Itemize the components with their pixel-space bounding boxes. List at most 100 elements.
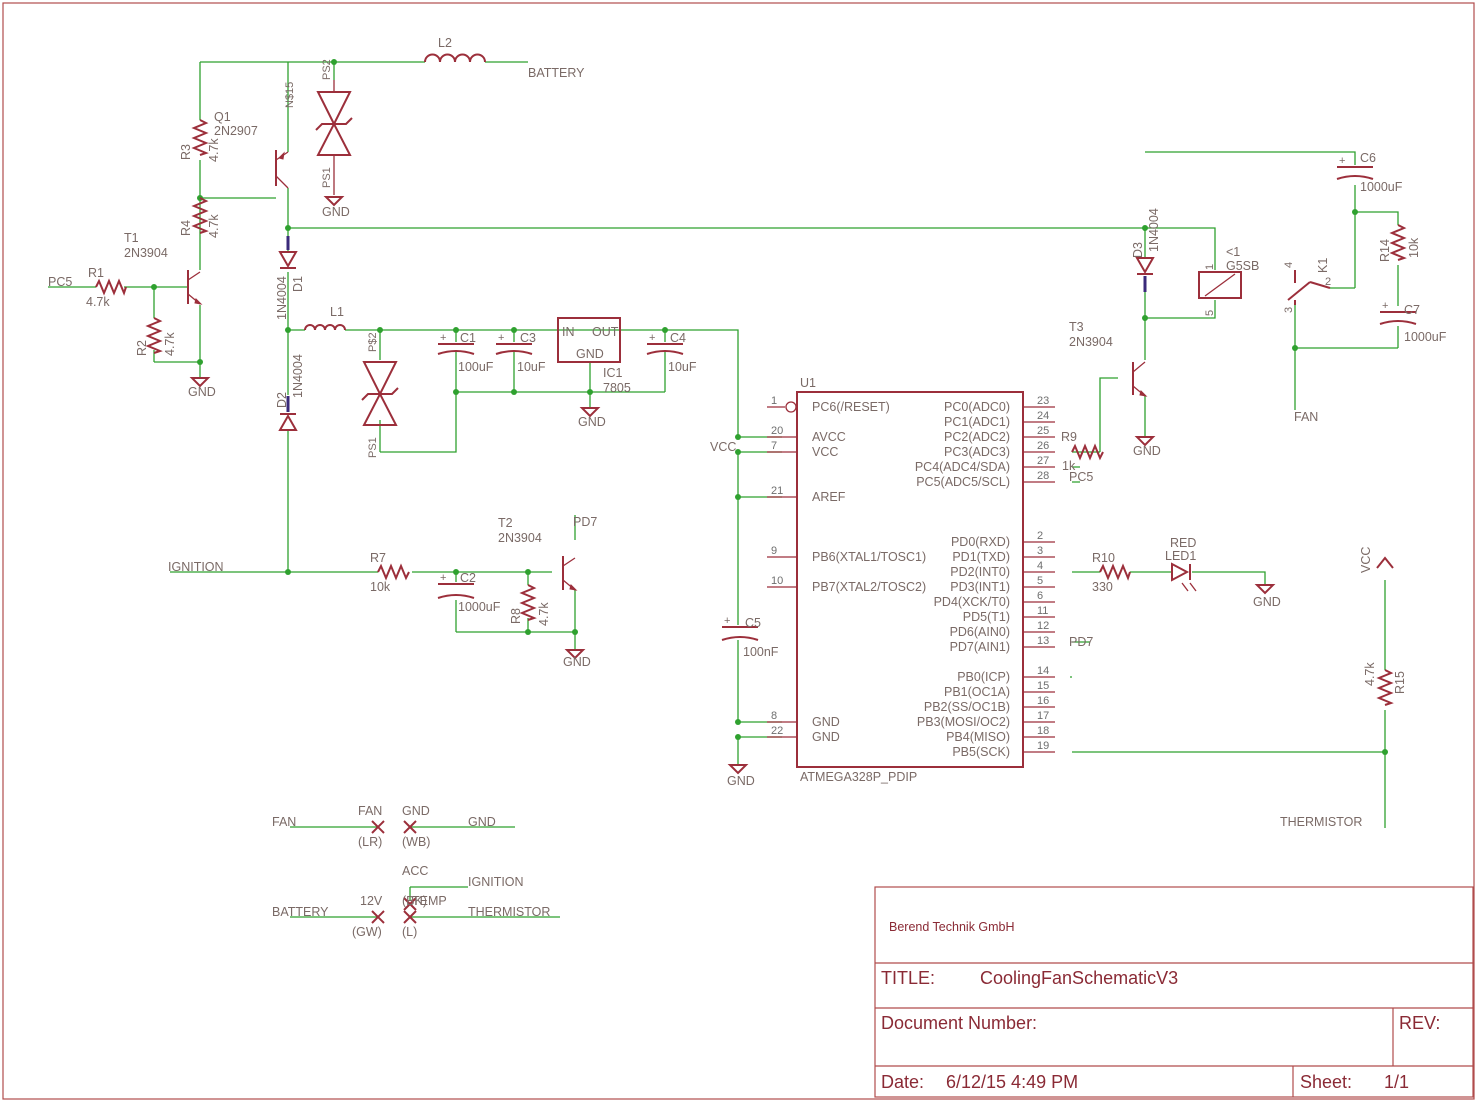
mcu-pin-label: PD2(INT0) — [950, 565, 1010, 579]
led-LED1: RED LED1 — [1165, 536, 1197, 592]
sheet-label: Sheet: — [1300, 1072, 1352, 1092]
R15-value: 4.7k — [1363, 662, 1377, 686]
D3-name: D3 — [1131, 242, 1145, 258]
R7-value: 10k — [370, 580, 391, 594]
mcu-pin-label: PD0(RXD) — [951, 535, 1010, 549]
T2-value: 2N3904 — [498, 531, 542, 545]
IC1-value: 7805 — [603, 381, 631, 395]
mcu-pin-label: PB2(SS/OC1B) — [924, 700, 1010, 714]
D1-value: 1N4004 — [275, 276, 289, 320]
R9-value: 1k — [1062, 459, 1076, 473]
svg-text:+: + — [440, 332, 446, 344]
mcu-pin-label: PB4(MISO) — [946, 730, 1010, 744]
gnd-label: GND — [1133, 444, 1161, 458]
gnd-symbol-regulator: GND — [578, 407, 606, 429]
mcu-pin-label: AREF — [812, 490, 846, 504]
D1-name: D1 — [291, 276, 305, 292]
legend-fan-net: FAN — [272, 815, 296, 829]
mcu-pin-label: PB3(MOSI/OC2) — [917, 715, 1010, 729]
tvs-top-name: N$15 — [284, 82, 296, 108]
relay-K1-coil: 1 5 <1 G5SB — [1198, 245, 1259, 316]
mcu-pin-number: 2 — [1037, 530, 1043, 542]
svg-text:+: + — [649, 332, 655, 344]
tvs-top-ps1: PS1 — [321, 167, 333, 188]
regulator-IC1: IN OUT GND IC1 7805 — [557, 317, 631, 395]
U1-name: U1 — [800, 376, 816, 390]
mcu-pin-number: 14 — [1037, 665, 1049, 677]
resistor-R2: R2 4.7k — [135, 317, 177, 356]
inductor-L2: L2 — [424, 36, 486, 63]
resistor-R7: R7 10k — [370, 551, 410, 594]
transistor-T2: T2 2N3904 — [498, 516, 578, 591]
mcu-pin-label: PC0(ADC0) — [944, 400, 1010, 414]
tvs-diode-top: PS2 PS1 N$15 — [284, 59, 353, 195]
transistor-Q1: Q1 2N2907 — [214, 110, 289, 189]
U1-value: ATMEGA328P_PDIP — [800, 770, 917, 784]
C4-name: C4 — [670, 331, 686, 345]
legend-temp-pin: TEMP — [412, 894, 447, 908]
R14-name: R14 — [1378, 239, 1392, 262]
R14-value: 10k — [1407, 237, 1421, 258]
C2-value: 1000uF — [458, 600, 501, 614]
R8-value: 4.7k — [537, 602, 551, 626]
LED1-color: RED — [1170, 536, 1196, 550]
K1-coil-ref: <1 — [1226, 245, 1240, 259]
K1-pin5: 5 — [1204, 310, 1216, 316]
D2-name: D2 — [275, 392, 289, 408]
mcu-pin-label: PD6(AIN0) — [950, 625, 1010, 639]
C3-value: 10uF — [517, 360, 546, 374]
mcu-pin-right: 17 PB3(MOSI/OC2) — [917, 710, 1055, 729]
resistor-R1: R1 4.7k — [86, 266, 127, 309]
mcu-pin-number: 17 — [1037, 710, 1049, 722]
legend-gnd-pin: GND — [402, 804, 430, 818]
capacitor-C1: + C1 100uF — [437, 331, 494, 374]
C3-name: C3 — [520, 331, 536, 345]
mcu-pin-number: 3 — [1037, 545, 1043, 557]
T1-name: T1 — [124, 231, 139, 245]
net-label-fan-right: FAN — [1294, 410, 1318, 424]
R3-value: 4.7k — [207, 138, 221, 162]
title-block: Berend Technik GmbH TITLE: CoolingFanSch… — [874, 886, 1474, 1098]
company-name: Berend Technik GmbH — [889, 920, 1015, 934]
gnd-label: GND — [188, 385, 216, 399]
L1-name: L1 — [330, 305, 344, 319]
capacitor-C7: + C7 1000uF — [1379, 300, 1447, 344]
mcu-pin-number: 26 — [1037, 440, 1049, 452]
mcu-pin-number: 7 — [771, 440, 777, 452]
svg-text:+: + — [1339, 155, 1345, 167]
relay-K1-contact: 4 2 3 K1 — [1283, 258, 1331, 313]
transistor-T1: T1 2N3904 — [124, 231, 203, 305]
inductor-L1: L1 — [304, 305, 346, 331]
Q1-value: 2N2907 — [214, 124, 258, 138]
mcu-pin-label: PD5(T1) — [963, 610, 1010, 624]
mcu-pin-label: PC6(/RESET) — [812, 400, 890, 414]
capacitor-C2: + C2 1000uF — [437, 571, 501, 614]
mcu-pin-label: GND — [812, 730, 840, 744]
mcu-pin-label: PC2(ADC2) — [944, 430, 1010, 444]
legend-acc-wire: (BK) — [402, 894, 427, 908]
mcu-pin-number: 28 — [1037, 470, 1049, 482]
tvs-mid-ps2: P$2 — [367, 332, 379, 352]
mcu-pin-label: AVCC — [812, 430, 846, 444]
D3-value: 1N4004 — [1147, 208, 1161, 252]
mcu-pin-label: PB7(XTAL2/TOSC2) — [812, 580, 926, 594]
resistor-R8: R8 4.7k — [509, 584, 551, 626]
T2-name: T2 — [498, 516, 513, 530]
mcu-pin-label: PB1(OC1A) — [944, 685, 1010, 699]
mcu-pin-number: 13 — [1037, 635, 1049, 647]
diode-D3: D3 1N4004 — [1131, 208, 1161, 292]
mcu-pin-number: 9 — [771, 545, 777, 557]
capacitor-C6: + C6 1000uF — [1336, 151, 1403, 194]
legend-temp-wire: (L) — [402, 925, 417, 939]
R2-value: 4.7k — [163, 332, 177, 356]
